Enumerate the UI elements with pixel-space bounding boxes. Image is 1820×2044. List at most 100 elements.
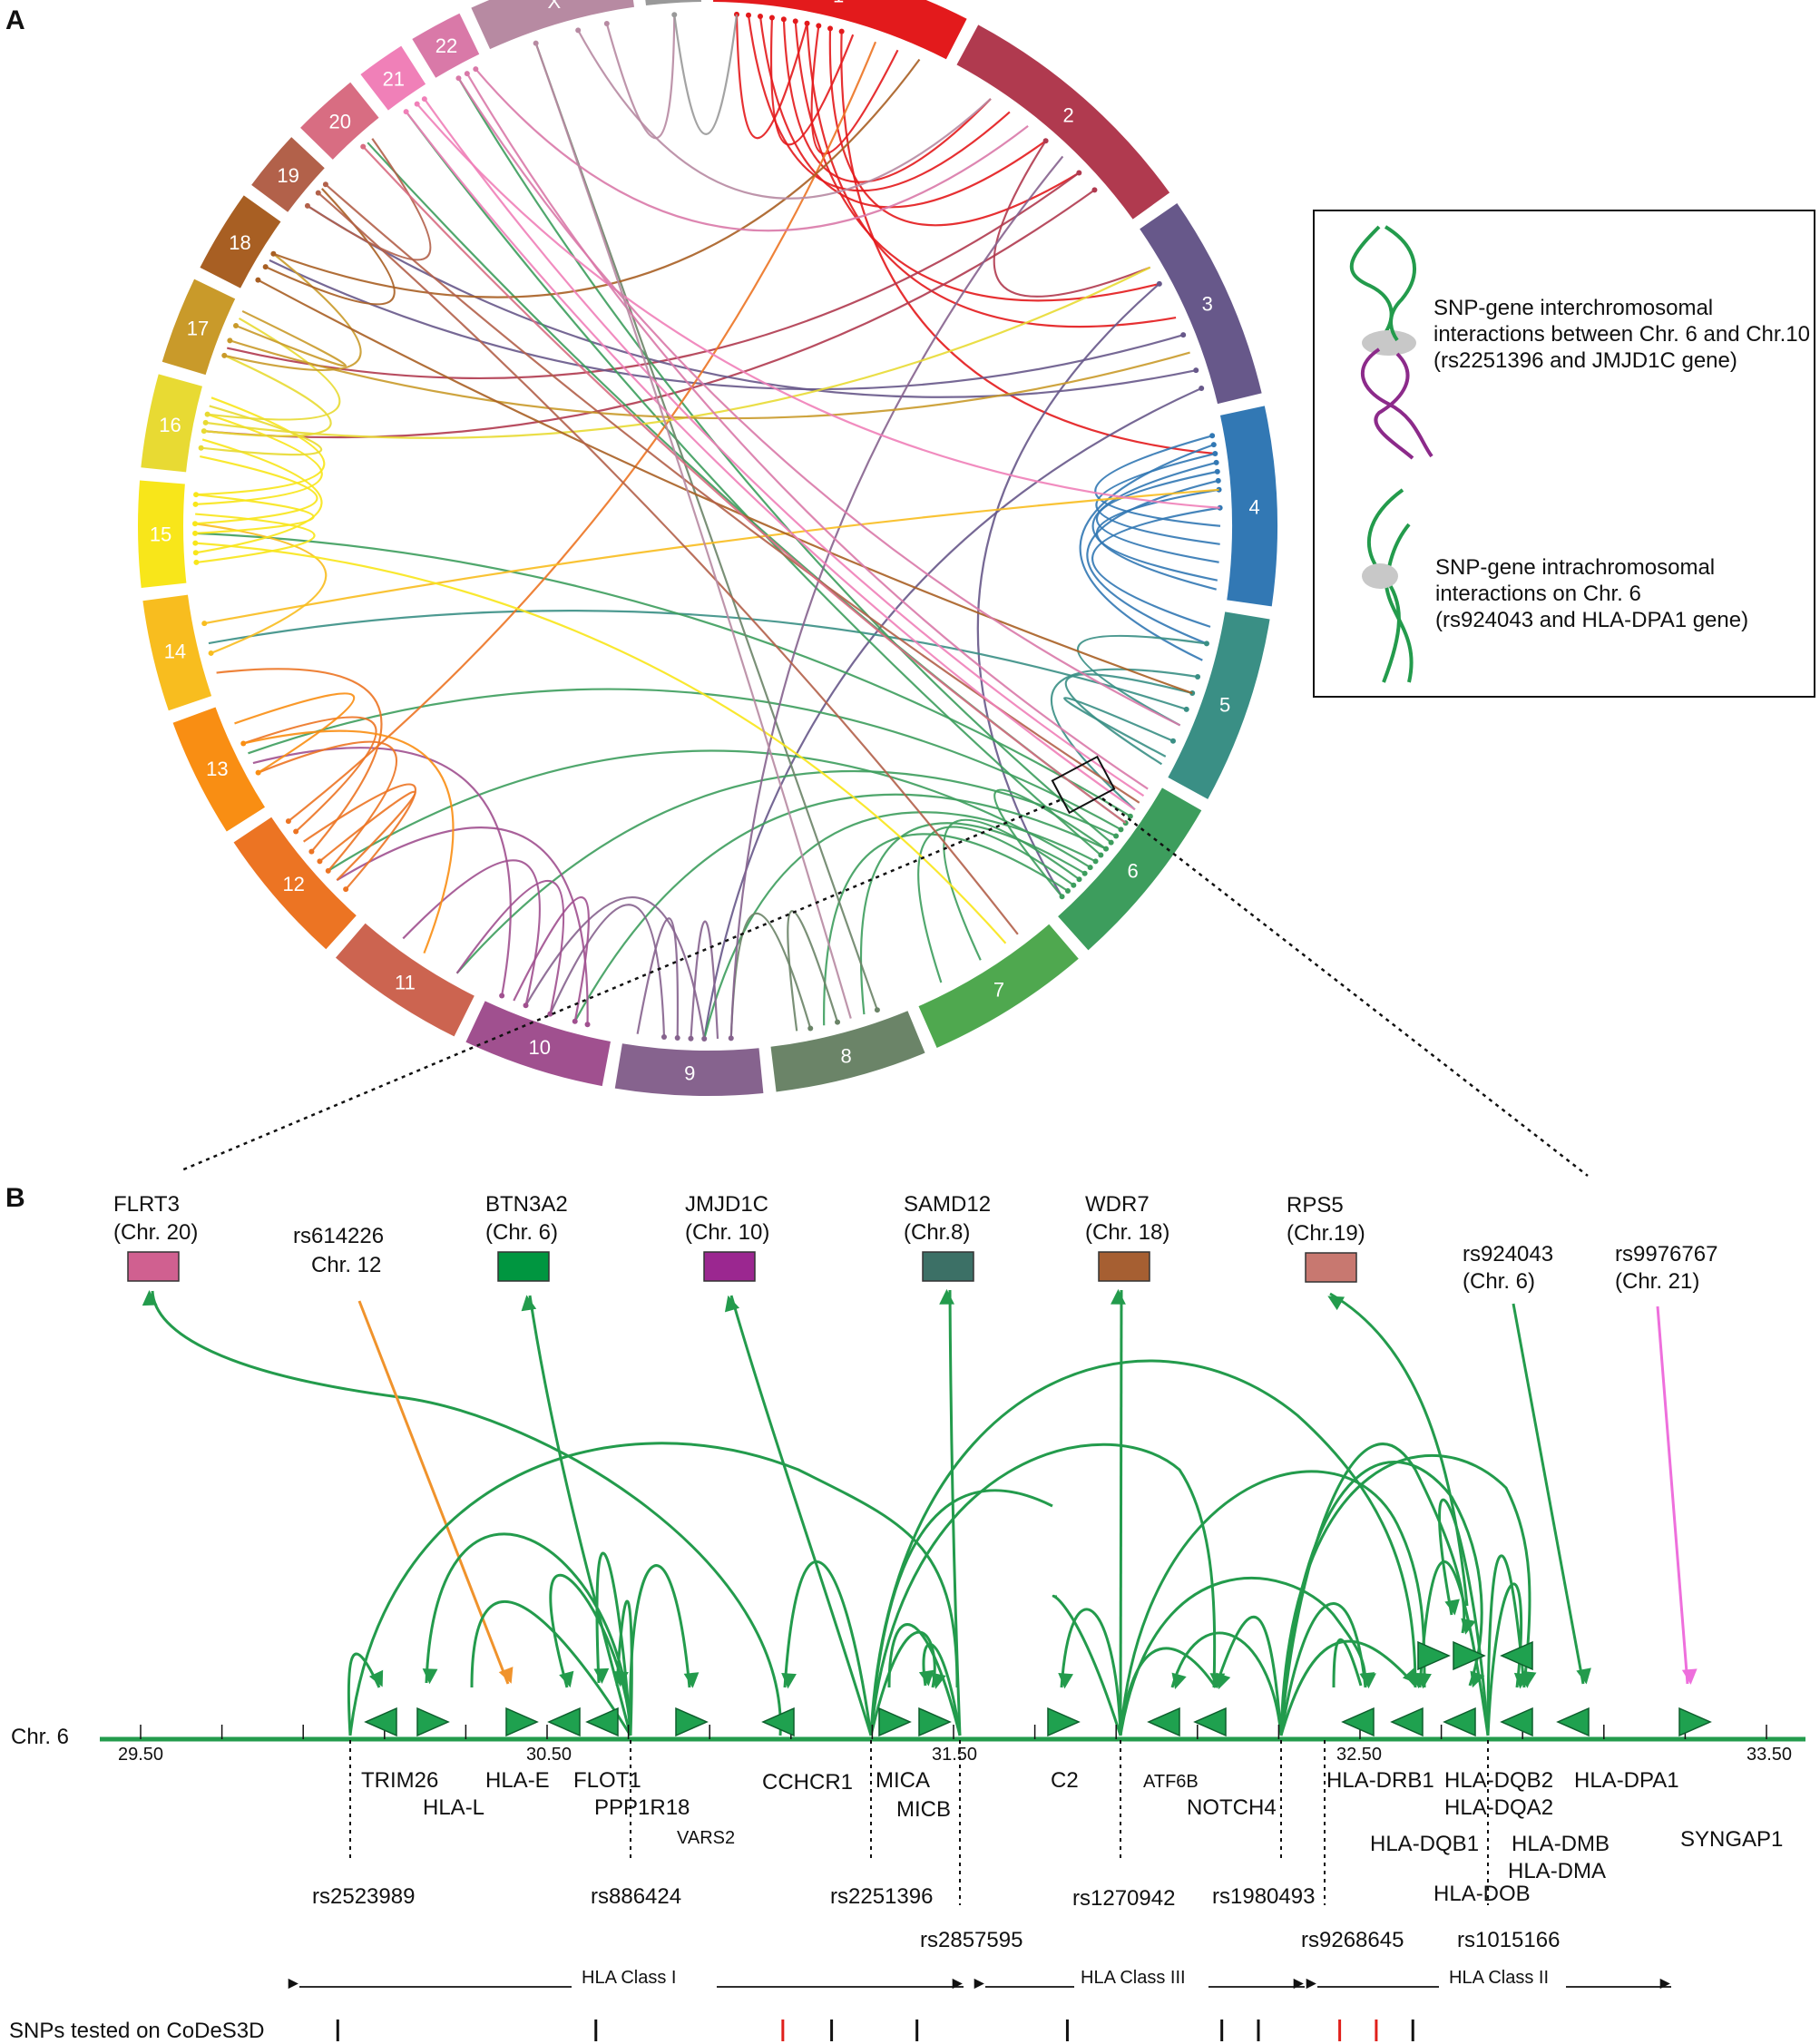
circos-link-end	[285, 818, 291, 825]
circos-link-end	[1209, 433, 1216, 439]
circos-link	[224, 252, 362, 371]
chromosome-label-5: 5	[1219, 693, 1230, 716]
chromosome-segment-1	[713, 0, 967, 60]
arc-28	[1486, 1582, 1530, 1736]
circos-link	[423, 98, 1145, 797]
circos-link	[917, 826, 1074, 983]
gene-vars2: VARS2	[677, 1828, 735, 1848]
circos-link	[203, 189, 1096, 439]
arc-32	[470, 1600, 632, 1736]
target-label-jmjd1c: JMJD1C	[685, 1192, 768, 1217]
circos-link-end	[1210, 442, 1217, 448]
snp-rs1270942: rs1270942	[1072, 1886, 1175, 1911]
circos-link	[405, 111, 1102, 856]
gene-syngap1: SYNGAP1	[1680, 1827, 1783, 1852]
circos-link	[207, 317, 341, 421]
gene-triangle	[547, 1707, 581, 1737]
circos-link-end	[584, 1022, 591, 1028]
circos-link-end	[807, 1025, 814, 1032]
legend-intra-line-3: (rs924043 and HLA-DPA1 gene)	[1435, 608, 1748, 632]
chromosome-label-20: 20	[328, 111, 350, 133]
arc-6	[593, 1551, 632, 1736]
circos-link	[465, 73, 1149, 790]
gene-hla-dma: HLA-DMA	[1508, 1859, 1606, 1883]
circos-link	[729, 912, 812, 1039]
circos-link	[307, 204, 1197, 398]
chromosome-segment-10	[465, 1001, 611, 1087]
circos-link	[216, 668, 383, 853]
target-box-jmjd1c	[703, 1251, 756, 1282]
circos-link	[577, 29, 992, 200]
chromosome-label-17: 17	[187, 318, 209, 340]
chromosome-segment-21	[360, 45, 426, 111]
circos-link-end	[816, 23, 822, 29]
circos-link-end	[1092, 858, 1099, 865]
chromosome-segment-14	[142, 594, 212, 711]
circos-link	[690, 920, 719, 1039]
circos-link	[194, 455, 318, 525]
arc-19	[1214, 1615, 1283, 1736]
circos-link-end	[757, 13, 763, 19]
circos-link	[993, 140, 1151, 298]
chromosome-segment-9	[614, 1043, 764, 1096]
locus-panel: FLRT3 (Chr. 20) BTN3A2 (Chr. 6) JMJD1C (…	[9, 1192, 1805, 2043]
snp-rs2523989: rs2523989	[312, 1884, 415, 1909]
circos-link	[549, 904, 666, 1037]
panel-label-a: A	[5, 5, 25, 35]
circos-link-end	[1108, 839, 1114, 846]
zoom-line-right	[1101, 797, 1589, 1177]
zoom-box	[1051, 755, 1116, 815]
gene-triangle	[505, 1707, 539, 1737]
snp-rs2251396: rs2251396	[830, 1884, 933, 1909]
circos-ring: 12345678910111213141516171819202122XY	[138, 0, 1277, 1096]
circos-link-end	[1103, 846, 1110, 852]
circos-link	[840, 31, 1216, 455]
circos-link-end	[838, 28, 845, 34]
gene-trim26: TRIM26	[361, 1768, 438, 1793]
circos-link-end	[827, 25, 834, 32]
circos-link	[534, 43, 852, 1019]
chromosome-label-12: 12	[282, 873, 304, 895]
arc-rps5	[1327, 1292, 1469, 1607]
circos-link-end	[202, 419, 209, 425]
gene-notch4: NOTCH4	[1187, 1795, 1277, 1820]
circos-link	[336, 826, 589, 1025]
arc-13	[1058, 1608, 1122, 1736]
legend-inter-line-1: SNP-gene interchromosomal	[1433, 296, 1713, 320]
gene-triangle	[1193, 1707, 1227, 1737]
circos-link-end	[603, 21, 610, 27]
arc-15	[1119, 1470, 1426, 1736]
snp-drop-lines	[349, 1740, 1489, 1905]
circos-link-end	[343, 886, 349, 893]
arc-1	[347, 1652, 384, 1736]
gene-triangle	[1556, 1707, 1590, 1737]
chromosome-label-13: 13	[206, 758, 228, 780]
target-label-rps5: RPS5	[1287, 1193, 1344, 1218]
circos-link-end	[227, 337, 233, 344]
chromosome-segment-x	[471, 0, 635, 50]
circos-link	[405, 111, 1136, 811]
circos-link	[227, 171, 1080, 380]
arc-23	[1279, 1602, 1375, 1736]
track-label: Chr. 6	[11, 1725, 69, 1749]
chromosome-label-18: 18	[229, 231, 250, 254]
circos-link-end	[1076, 170, 1082, 176]
external-snps: rs614226 Chr. 12 rs924043 (Chr. 6) rs997…	[293, 1224, 1717, 1294]
target-label-flrt3-chr: (Chr. 20)	[113, 1220, 198, 1245]
chromosome-segment-5	[1168, 611, 1270, 799]
gene-triangle	[1417, 1640, 1451, 1671]
chromosome-label-11: 11	[395, 971, 416, 993]
circos-link-end	[455, 75, 462, 82]
circos-link-end	[523, 1002, 529, 1009]
circos-link-end	[192, 521, 199, 527]
circos-link	[747, 15, 1011, 192]
circos-link-end	[255, 277, 261, 283]
snp-rs886424: rs886424	[591, 1884, 681, 1909]
circos-link	[195, 542, 1007, 944]
legend-inter-line-2: interactions between Chr. 6 and Chr.10	[1433, 322, 1810, 347]
circos-link-end	[325, 867, 331, 874]
hla-class-spans: HLA Class I HLA Class III HLA Class II	[288, 1967, 1671, 1994]
circos-link-end	[1081, 870, 1088, 876]
ext-snp-rs614226: rs614226	[293, 1224, 384, 1248]
chromosome-label-2: 2	[1063, 104, 1074, 127]
